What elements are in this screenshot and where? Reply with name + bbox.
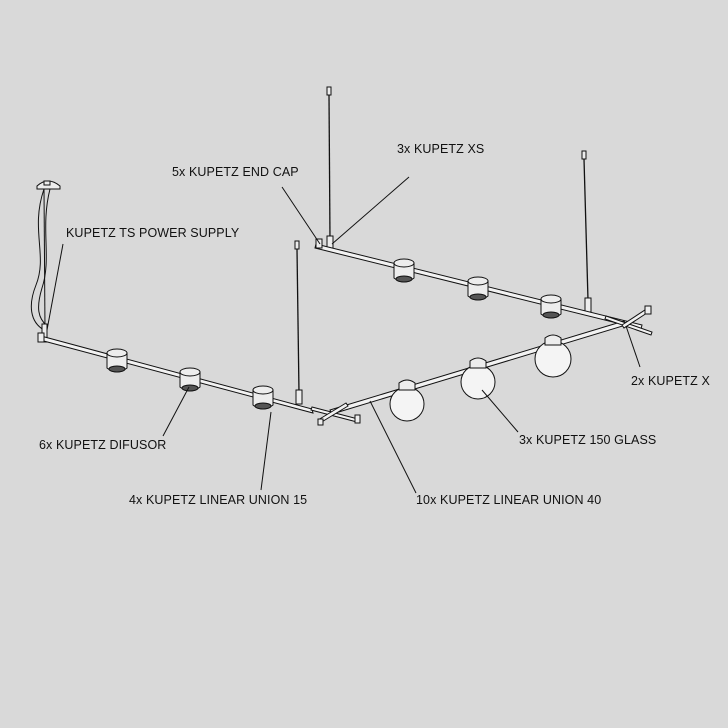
power-cable — [30, 188, 51, 343]
label-end-cap: 5x KUPETZ END CAP — [172, 165, 299, 179]
difusor-spot-2 — [179, 367, 201, 392]
end-caps — [37, 238, 652, 426]
glass-globe-3 — [534, 334, 572, 378]
difusor-spot-5 — [467, 276, 489, 301]
difusor-spot-6 — [540, 294, 562, 319]
leader-lines — [46, 176, 641, 494]
label-linear-40: 10x KUPETZ LINEAR UNION 40 — [416, 493, 602, 507]
leader-x — [625, 325, 641, 368]
leader-power-supply — [46, 243, 64, 331]
glass-globe-2 — [460, 357, 496, 400]
label-xs: 3x KUPETZ XS — [397, 142, 485, 156]
suspension-cable-top — [326, 86, 334, 249]
label-x: 2x KUPETZ X — [631, 374, 710, 388]
label-power-supply: KUPETZ TS POWER SUPPLY — [66, 226, 240, 240]
label-linear-15: 4x KUPETZ LINEAR UNION 15 — [129, 493, 308, 507]
leader-xs — [331, 176, 410, 245]
leader-linear-40 — [369, 400, 417, 494]
difusor-spot-4 — [393, 258, 415, 283]
leader-linear-15 — [260, 411, 272, 491]
suspension-cable-right — [581, 150, 592, 313]
leader-glass — [481, 389, 519, 433]
leader-difusor — [162, 386, 190, 437]
glass-globe-1 — [389, 379, 425, 422]
difusor-spot-1 — [106, 348, 128, 373]
difusor-spot-3 — [252, 385, 274, 410]
suspension-cable-middle — [294, 240, 303, 405]
leader-end-cap — [281, 186, 321, 245]
x-connector-back — [604, 307, 653, 336]
label-glass: 3x KUPETZ 150 GLASS — [519, 433, 657, 447]
power-supply-canopy — [36, 180, 61, 190]
label-difusor: 6x KUPETZ DIFUSOR — [39, 438, 167, 452]
